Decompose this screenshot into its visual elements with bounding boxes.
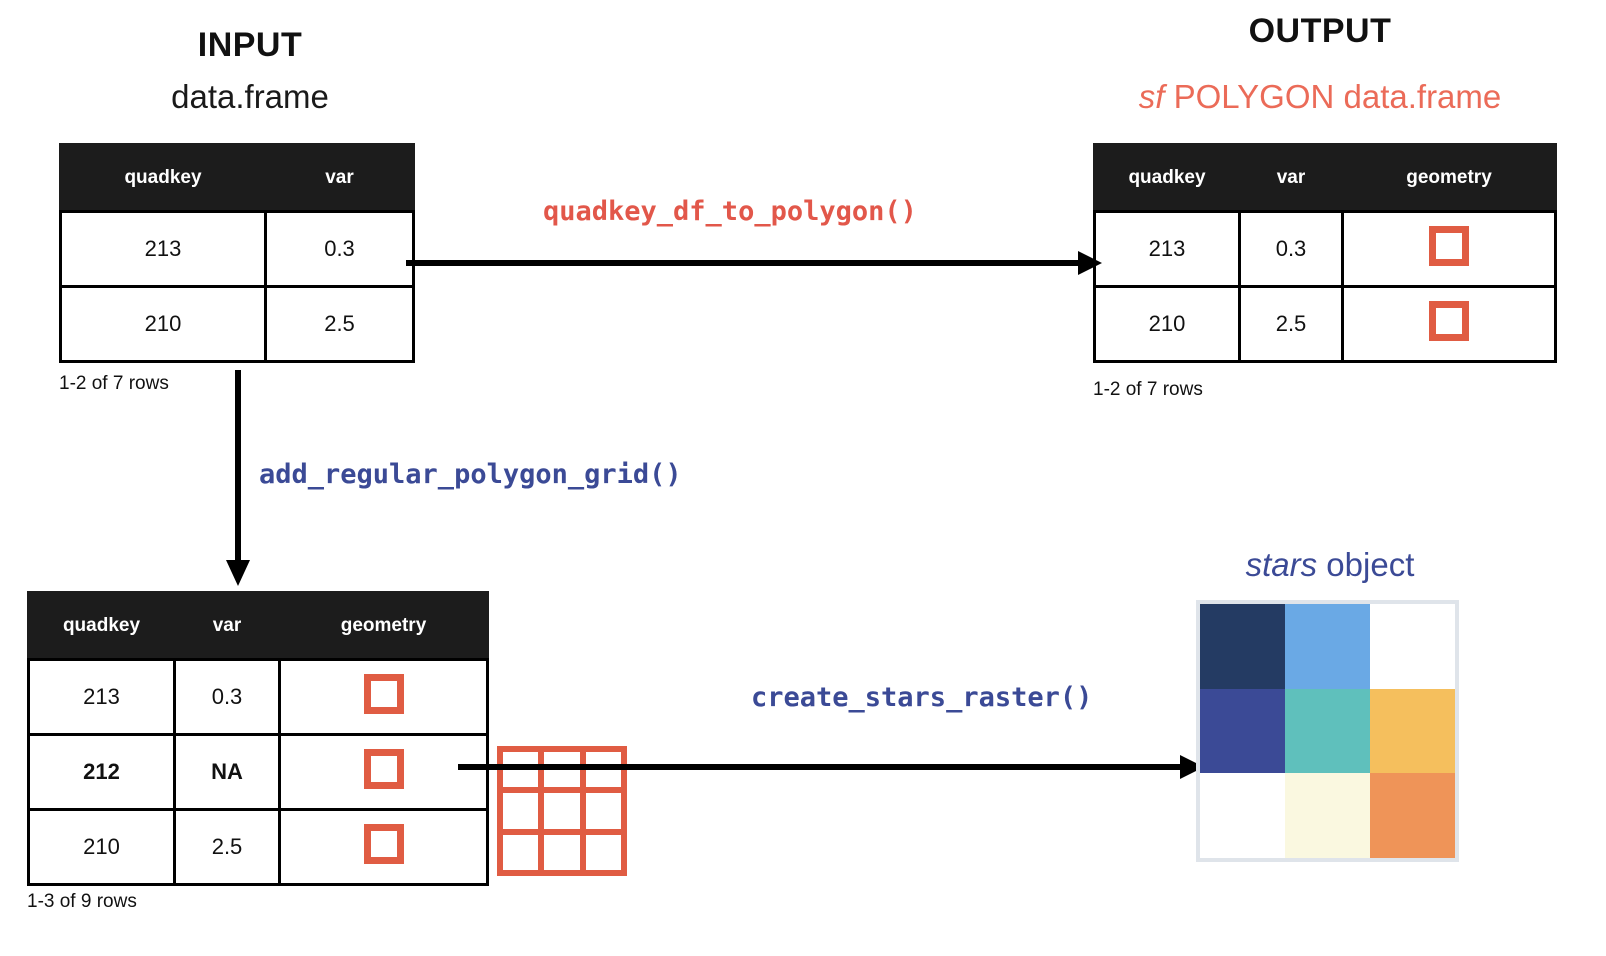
column-header-geometry: geometry — [278, 591, 489, 661]
cell-quadkey: 210 — [1093, 285, 1241, 363]
polygon-square-icon — [1429, 226, 1469, 266]
stars-object-title: stars object — [1150, 546, 1510, 584]
input-title: INPUT — [197, 26, 303, 64]
column-header-geometry: geometry — [1341, 143, 1557, 213]
cell-var: 2.5 — [1238, 285, 1344, 363]
grid-table-rows-note: 1-3 of 9 rows — [27, 891, 137, 912]
cell-var: NA — [173, 733, 281, 811]
grid-cell — [544, 834, 580, 870]
table-row: 210 2.5 — [59, 285, 415, 363]
function-label-quadkey-df-to-polygon: quadkey_df_to_polygon() — [543, 196, 917, 227]
table-row: 213 0.3 — [27, 658, 489, 736]
table-row: 210 2.5 — [27, 808, 489, 886]
raster-cell-r0c0 — [1200, 604, 1285, 689]
output-rows-note: 1-2 of 7 rows — [1093, 379, 1203, 400]
polygon-square-icon — [1429, 301, 1469, 341]
function-label-add-regular-polygon-grid: add_regular_polygon_grid() — [259, 459, 682, 490]
output-subtitle: sf POLYGON data.frame — [1095, 78, 1545, 116]
cell-quadkey: 213 — [27, 658, 176, 736]
cell-geometry — [1341, 210, 1557, 288]
polygon-square-icon — [363, 749, 404, 789]
output-subtitle-rest: POLYGON data.frame — [1164, 78, 1502, 115]
raster-cell-r0c1 — [1285, 604, 1370, 689]
raster-cell-r2c1 — [1285, 773, 1370, 858]
raster-cell-r1c1 — [1285, 688, 1370, 774]
raster-cell-r1c2 — [1370, 688, 1455, 774]
cell-quadkey: 213 — [1093, 210, 1241, 288]
cell-quadkey: 213 — [59, 210, 267, 288]
grid-cell — [585, 793, 621, 829]
function-label-create-stars-raster: create_stars_raster() — [751, 682, 1093, 713]
stars-raster — [1196, 600, 1459, 862]
cell-geometry — [278, 808, 489, 886]
grid-cell — [585, 834, 621, 870]
cell-var: 0.3 — [1238, 210, 1344, 288]
column-header-quadkey: quadkey — [1093, 143, 1241, 213]
polygon-square-icon — [363, 824, 404, 864]
cell-quadkey: 210 — [27, 808, 176, 886]
column-header-var: var — [264, 143, 415, 213]
grid-cell — [503, 834, 539, 870]
table-row: 213 0.3 — [1093, 210, 1557, 288]
raster-cell-r2c0 — [1200, 773, 1285, 858]
grid-cell — [503, 793, 539, 829]
grid-table: quadkey var geometry 213 0.3 212 NA 210 … — [27, 591, 489, 886]
table-row: 210 2.5 — [1093, 285, 1557, 363]
arrow-input-to-output — [406, 251, 1102, 275]
table-header-row: quadkey var geometry — [1093, 143, 1557, 213]
cell-var: 0.3 — [264, 210, 415, 288]
output-table: quadkey var geometry 213 0.3 210 2.5 — [1093, 143, 1557, 363]
raster-cell-r1c0 — [1200, 688, 1285, 774]
cell-geometry — [278, 658, 489, 736]
column-header-quadkey: quadkey — [27, 591, 176, 661]
table-header-row: quadkey var — [59, 143, 415, 213]
output-title: OUTPUT — [1248, 12, 1392, 50]
input-rows-note: 1-2 of 7 rows — [59, 373, 169, 394]
cell-quadkey: 212 — [27, 733, 176, 811]
cell-var: 2.5 — [264, 285, 415, 363]
input-table: quadkey var 213 0.3 210 2.5 — [59, 143, 415, 363]
column-header-quadkey: quadkey — [59, 143, 267, 213]
cell-var: 2.5 — [173, 808, 281, 886]
arrow-grid-to-stars — [458, 755, 1204, 779]
cell-geometry — [1341, 285, 1557, 363]
output-subtitle-emphasis: sf — [1138, 78, 1165, 115]
raster-cell-r0c2 — [1370, 604, 1455, 689]
table-row: 213 0.3 — [59, 210, 415, 288]
grid-cell — [544, 793, 580, 829]
cell-geometry — [278, 733, 489, 811]
table-header-row: quadkey var geometry — [27, 591, 489, 661]
arrow-input-to-grid-table — [226, 370, 250, 586]
column-header-var: var — [1238, 143, 1344, 213]
input-subtitle: data.frame — [171, 78, 329, 115]
cell-var: 0.3 — [173, 658, 281, 736]
column-header-var: var — [173, 591, 281, 661]
stars-raster-grid — [1200, 604, 1455, 858]
polygon-square-icon — [363, 674, 404, 714]
stars-title-rest: object — [1317, 546, 1415, 583]
cell-quadkey: 210 — [59, 285, 267, 363]
raster-cell-r2c2 — [1370, 773, 1455, 858]
table-row: 212 NA — [27, 733, 489, 811]
stars-title-emphasis: stars — [1245, 546, 1318, 583]
